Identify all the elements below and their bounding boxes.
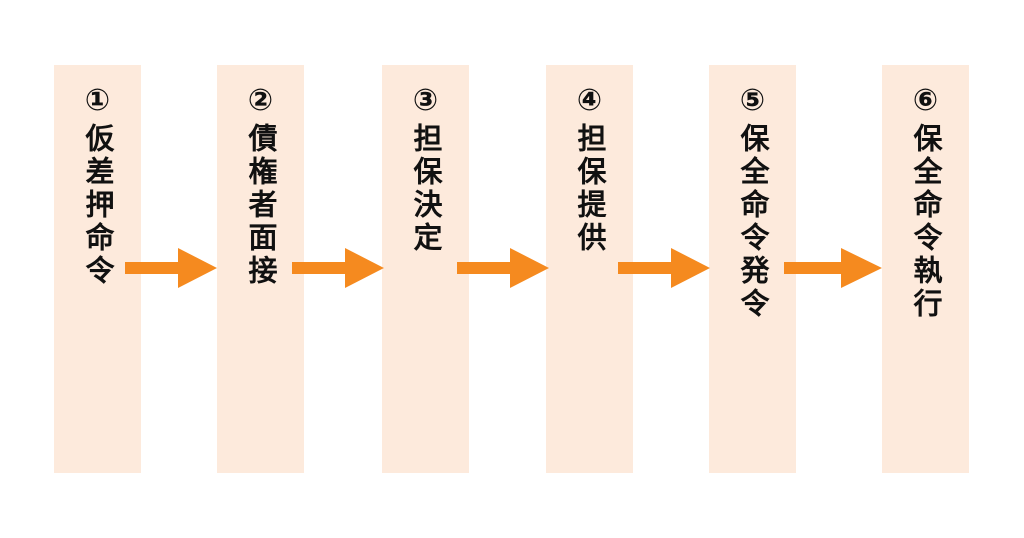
step-3-number: ③ [412,83,439,118]
step-1-label: 仮差押命令 [81,123,115,288]
right-arrow-icon [784,248,882,288]
right-arrow-icon [125,248,217,288]
step-4-number: ④ [576,83,603,118]
step-5-label: 保全命令発令 [736,123,770,321]
step-2-number: ② [247,83,274,118]
right-arrow-icon [457,248,549,288]
step-3-label: 担保決定 [409,123,443,255]
right-arrow-icon [292,248,384,288]
step-5-box: ⑤ 保全命令発令 [709,65,796,473]
step-6-box: ⑥ 保全命令執行 [882,65,969,473]
step-2-box: ② 債権者面接 [217,65,304,473]
step-3-box: ③ 担保決定 [382,65,469,473]
step-2-label: 債権者面接 [244,123,278,288]
step-6-label: 保全命令執行 [909,123,943,321]
step-6-number: ⑥ [912,83,939,118]
step-5-number: ⑤ [739,83,766,118]
right-arrow-icon [618,248,710,288]
step-4-label: 担保提供 [573,123,607,255]
step-1-number: ① [84,83,111,118]
